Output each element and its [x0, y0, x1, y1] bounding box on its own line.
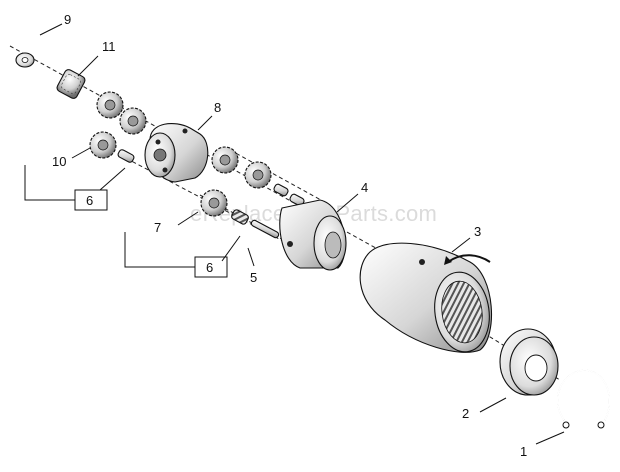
callout-8: 8	[214, 100, 221, 115]
needle-bearing-lower	[231, 209, 249, 225]
planet-gear-upper-2	[119, 107, 147, 135]
leader-lines	[39, 23, 565, 445]
planet-gear-upper-1	[96, 91, 124, 119]
callout-5: 5	[250, 270, 257, 285]
callout-6-lower: 6	[206, 260, 213, 275]
shaft-pin-part	[250, 219, 280, 239]
housing-part	[279, 199, 347, 271]
callout-4: 4	[361, 180, 368, 195]
ring-gear-sleeve-part	[359, 242, 492, 353]
small-gear-part	[56, 69, 86, 99]
planet-gear-mid-2	[244, 161, 272, 189]
retaining-ring-part	[556, 369, 611, 429]
bracket-upper	[24, 165, 108, 211]
planet-gear-7	[200, 189, 228, 217]
callout-10: 10	[52, 154, 66, 169]
planet-gear-mid-1	[211, 146, 239, 174]
callout-3: 3	[474, 224, 481, 239]
washer-part	[15, 52, 35, 68]
callout-9: 9	[64, 12, 71, 27]
callout-1: 1	[520, 444, 527, 459]
callout-11: 11	[102, 39, 116, 54]
planet-gear-10	[89, 131, 117, 159]
thrust-washer-part	[499, 328, 559, 396]
callout-6-upper: 6	[86, 193, 93, 208]
carrier-part	[144, 122, 209, 183]
callout-2: 2	[462, 406, 469, 421]
pin-mid-a	[273, 183, 289, 197]
bracket-lower	[124, 232, 228, 278]
callout-7: 7	[154, 220, 161, 235]
pin-upper	[117, 149, 135, 163]
